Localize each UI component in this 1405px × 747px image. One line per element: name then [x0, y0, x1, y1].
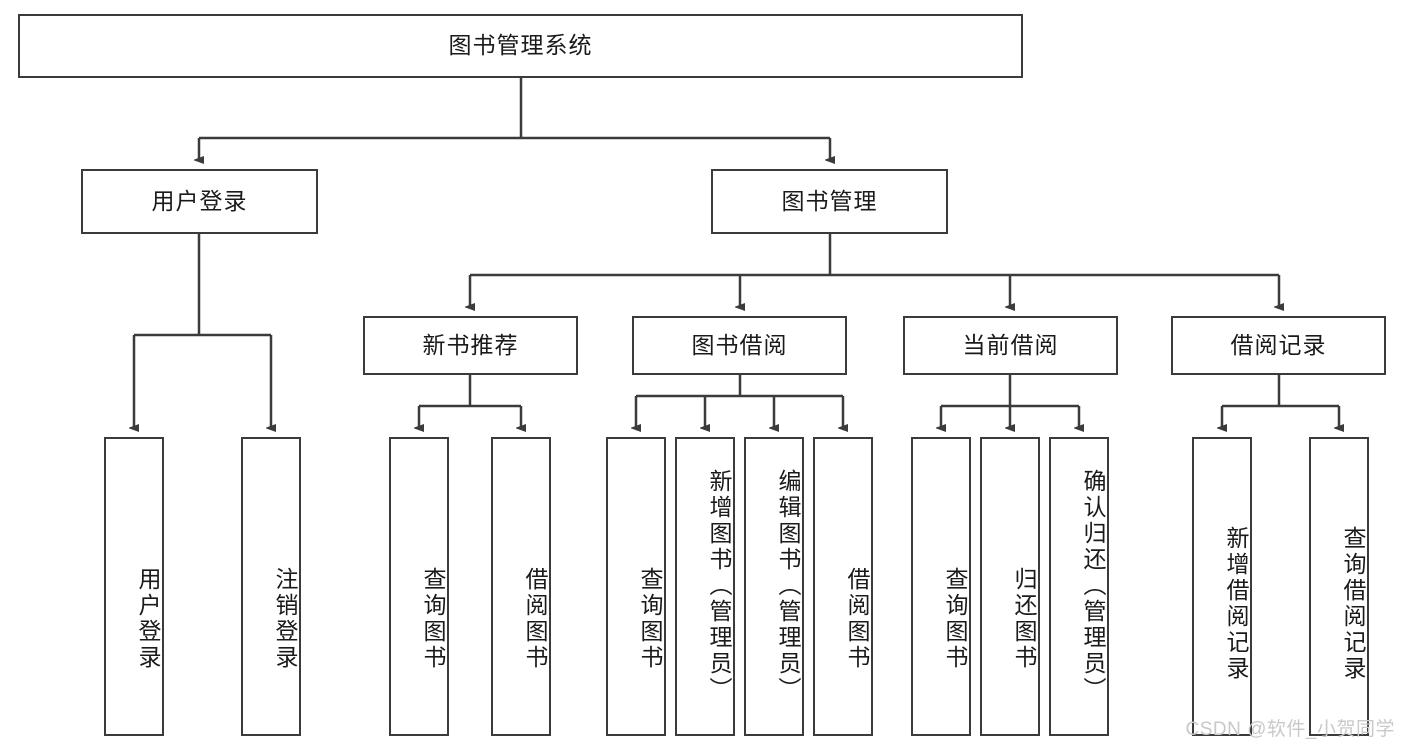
- node-leaf-query-record-label: 查询借阅记录: [1340, 525, 1366, 682]
- node-leaf-edit-book-label: 编辑图书（管理员）: [775, 468, 801, 703]
- node-new-book-recommend-label: 新书推荐: [422, 331, 519, 358]
- node-leaf-add-record[interactable]: 新增借阅记录: [1192, 437, 1252, 736]
- node-borrow-record[interactable]: 借阅记录: [1171, 316, 1386, 375]
- node-user-login-label: 用户登录: [151, 187, 248, 214]
- node-leaf-borrow-book-1[interactable]: 借阅图书: [491, 437, 551, 736]
- node-leaf-query-book-1[interactable]: 查询图书: [389, 437, 449, 736]
- node-leaf-add-book-label: 新增图书（管理员）: [706, 468, 732, 703]
- node-current-borrow[interactable]: 当前借阅: [903, 316, 1118, 375]
- node-leaf-borrow-book-2[interactable]: 借阅图书: [813, 437, 873, 736]
- node-leaf-user-logout[interactable]: 注销登录: [241, 437, 301, 736]
- node-book-borrow[interactable]: 图书借阅: [632, 316, 847, 375]
- node-leaf-return-book[interactable]: 归还图书: [980, 437, 1040, 736]
- node-leaf-return-book-label: 归还图书: [1011, 566, 1037, 671]
- node-leaf-query-book-2-label: 查询图书: [637, 566, 663, 671]
- node-leaf-query-book-3-label: 查询图书: [942, 566, 968, 671]
- node-book-manage[interactable]: 图书管理: [711, 169, 948, 234]
- node-leaf-query-book-1-label: 查询图书: [420, 566, 446, 671]
- node-leaf-user-logout-label: 注销登录: [272, 566, 298, 671]
- node-leaf-query-book-2[interactable]: 查询图书: [606, 437, 666, 736]
- node-leaf-borrow-book-1-label: 借阅图书: [522, 566, 548, 671]
- node-leaf-user-login[interactable]: 用户登录: [104, 437, 164, 736]
- node-leaf-user-login-label: 用户登录: [135, 566, 161, 671]
- node-current-borrow-label: 当前借阅: [962, 331, 1059, 358]
- node-book-manage-label: 图书管理: [781, 187, 878, 214]
- node-new-book-recommend[interactable]: 新书推荐: [363, 316, 578, 375]
- node-leaf-query-record[interactable]: 查询借阅记录: [1309, 437, 1369, 736]
- node-root-label: 图书管理系统: [448, 32, 593, 59]
- node-leaf-add-record-label: 新增借阅记录: [1223, 525, 1249, 682]
- node-leaf-add-book[interactable]: 新增图书（管理员）: [675, 437, 735, 736]
- node-user-login[interactable]: 用户登录: [81, 169, 318, 234]
- node-root[interactable]: 图书管理系统: [18, 14, 1023, 78]
- node-leaf-confirm-return-label: 确认归还（管理员）: [1080, 468, 1106, 703]
- node-book-borrow-label: 图书借阅: [691, 331, 788, 358]
- node-borrow-record-label: 借阅记录: [1230, 331, 1327, 358]
- node-leaf-edit-book[interactable]: 编辑图书（管理员）: [744, 437, 804, 736]
- watermark: CSDN @软件_小贺同学: [1185, 719, 1395, 740]
- node-leaf-query-book-3[interactable]: 查询图书: [911, 437, 971, 736]
- node-leaf-borrow-book-2-label: 借阅图书: [844, 566, 870, 671]
- node-leaf-confirm-return[interactable]: 确认归还（管理员）: [1049, 437, 1109, 736]
